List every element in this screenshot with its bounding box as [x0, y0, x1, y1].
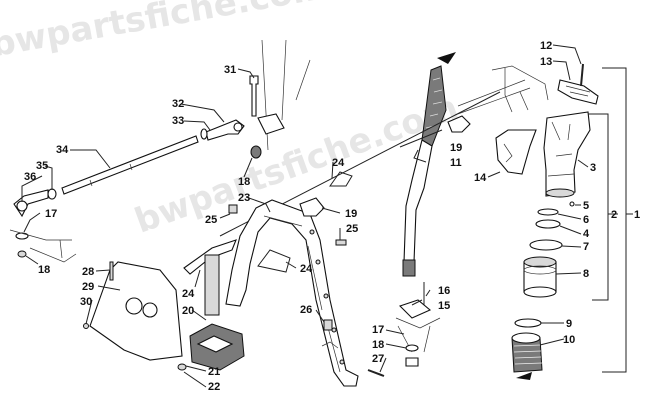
jam-nut-33: [200, 128, 208, 140]
post-cover: [495, 129, 537, 175]
callout-18-top: 18: [238, 176, 250, 188]
callout-30: 30: [80, 296, 92, 308]
callout-1: 1: [634, 209, 640, 221]
u-bolt-24-right: [257, 249, 291, 273]
handle-tube: [403, 139, 433, 263]
frame-bar: [454, 79, 531, 116]
frame-outline: [491, 65, 549, 113]
pivot-bracket: [398, 299, 432, 319]
bolt-31: [249, 75, 259, 117]
callout-25-right: 25: [346, 223, 358, 235]
callout-18-bottom: 18: [372, 339, 384, 351]
callout-5: 5: [583, 200, 589, 212]
callout-16: 16: [438, 285, 450, 297]
callout-4: 4: [583, 228, 590, 240]
callout-17-bottom: 17: [372, 324, 384, 336]
callout-21: 21: [208, 366, 220, 378]
nut-27: [405, 357, 419, 367]
callout-27: 27: [372, 353, 384, 365]
callout-35: 35: [36, 160, 48, 172]
callout-24-top: 24: [332, 157, 345, 169]
washer-18-bottom: [405, 344, 419, 352]
pin-28: [109, 261, 114, 281]
callout-17-left: 17: [45, 208, 57, 220]
callout-24-left: 24: [182, 288, 195, 300]
grease-fitting: [569, 201, 575, 207]
washer-6: [537, 208, 559, 216]
nut-18-left: [17, 250, 27, 258]
seal-7: [529, 239, 563, 251]
callout-12: 12: [540, 40, 552, 52]
callout-9: 9: [566, 318, 572, 330]
jam-nut-35: [47, 188, 57, 200]
mount-bracket: [257, 113, 285, 135]
callout-34: 34: [56, 144, 69, 156]
callout-24-right: 24: [300, 263, 313, 275]
steering-handle-group: [219, 52, 501, 367]
direction-arrow-bottom: [516, 372, 532, 380]
callout-11: 11: [450, 157, 462, 169]
clamp-19-top: [447, 115, 471, 133]
steering-post: [543, 111, 591, 197]
nut-25-left: [228, 204, 238, 214]
handle-end: [402, 259, 416, 277]
callout-10: 10: [563, 334, 575, 346]
callout-8: 8: [583, 268, 589, 280]
direction-arrow-top: [437, 52, 456, 64]
callout-labels: 1 2 3 4 5 6 7 8 9 10 11 12 13 14 15 16 1…: [24, 40, 640, 393]
callout-20: 20: [182, 305, 194, 317]
bellows-10: [511, 332, 543, 373]
callout-28: 28: [82, 266, 94, 278]
bushing-21: [177, 363, 187, 371]
nut-18-top: [250, 145, 262, 159]
callout-26: 26: [300, 304, 312, 316]
ring-9: [514, 318, 542, 328]
handle-grip: [421, 65, 447, 147]
callout-23: 23: [238, 192, 250, 204]
callout-36: 36: [24, 171, 36, 183]
callout-13: 13: [540, 56, 552, 68]
spacer-post: [204, 254, 220, 316]
callout-7: 7: [583, 241, 589, 253]
callout-2: 2: [611, 209, 617, 221]
watermark-top: bwpartsfiche.com: [0, 0, 330, 65]
tie-rod-group: [9, 39, 311, 263]
bracket-1: [602, 67, 627, 373]
screw-30: [83, 323, 89, 329]
callout-22: 22: [208, 381, 220, 393]
callout-19-lower: 19: [345, 208, 357, 220]
callout-32: 32: [172, 98, 184, 110]
callout-14: 14: [474, 172, 487, 184]
post-cap: [557, 79, 599, 105]
plate-group: [83, 261, 183, 361]
u-bolt-24-top: [329, 171, 353, 187]
callout-15: 15: [438, 300, 450, 312]
clamp-19-lower: [299, 197, 325, 217]
bracket-2: [588, 113, 609, 301]
leader-lines: [21, 44, 589, 388]
callout-3: 3: [590, 162, 596, 174]
callout-31: 31: [224, 64, 236, 76]
post-collar: [545, 188, 575, 198]
steering-post-group: [454, 63, 633, 380]
bolt-25-right: [335, 239, 347, 246]
frame-23: [225, 199, 359, 387]
handlebar-frame-group: [177, 171, 385, 387]
callout-19-top: 19: [450, 142, 462, 154]
callout-33: 33: [172, 115, 184, 127]
callout-18-left: 18: [38, 264, 50, 276]
bolt-26: [323, 319, 333, 331]
callout-25-left: 25: [205, 214, 217, 226]
washer-17-left: [15, 232, 29, 240]
bolt-27: [367, 369, 385, 377]
callout-6: 6: [583, 214, 589, 226]
callout-29: 29: [82, 281, 94, 293]
ring-4: [535, 219, 561, 229]
